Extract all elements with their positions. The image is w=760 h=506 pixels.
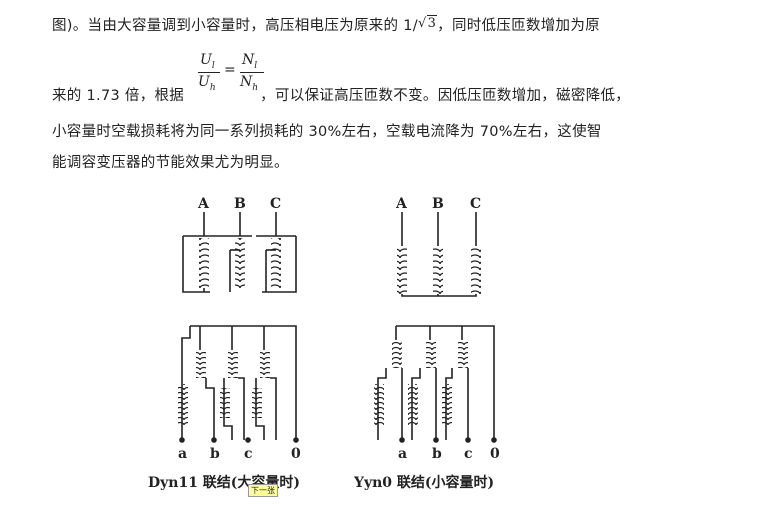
formula-num-right: Nl: [242, 52, 258, 71]
formula-num-left: Ul: [200, 52, 215, 71]
formula-den-right: Nh: [240, 74, 259, 93]
formula-equals: =: [224, 62, 236, 78]
text-line-3: 小容量时空载损耗将为同一系列损耗的 30%左右，空载电流降为 70%左右，这使智: [52, 124, 602, 140]
line2-suffix: ，可以保证高压匝数不变。因低压匝数增加，磁密降低，: [260, 88, 631, 104]
terminal-left-A: A: [198, 196, 209, 212]
next-image-tooltip[interactable]: 下一张: [248, 484, 278, 497]
terminal-right-C: C: [470, 196, 482, 212]
text-line-1: 图)。当由大容量调到小容量时，高压相电压为原来的 1/√3，同时低压匝数增加为原: [52, 14, 600, 35]
terminal-left-b: b: [210, 446, 220, 462]
voltage-turns-formula: Ul Uh = Nl Nh: [196, 52, 266, 98]
terminal-left-C: C: [270, 196, 282, 212]
text-line-4: 能调容变压器的节能效果尤为明显。: [52, 155, 289, 171]
line1-prefix: 图)。当由大容量调到小容量时，高压相电压为原来的 1/: [52, 18, 418, 34]
terminal-left-0: 0: [291, 446, 301, 462]
terminal-right-c: c: [464, 446, 473, 462]
formula-den-left: Uh: [198, 74, 216, 93]
terminal-left-a: a: [178, 446, 188, 462]
line2-prefix: 来的 1.73 倍，根据: [52, 88, 185, 104]
text-line-2: 来的 1.73 倍，根据 ，可以保证高压匝数不变。因低压匝数增加，磁密降低，: [52, 84, 630, 105]
sqrt-3: √3: [417, 15, 438, 31]
terminal-left-c: c: [244, 446, 253, 462]
diagram-right: [374, 212, 497, 443]
fraction-bar-left: [198, 72, 220, 73]
line1-suffix: ，同时低压匝数增加为原: [437, 18, 600, 34]
terminal-right-0: 0: [490, 446, 500, 462]
radicand: 3: [426, 15, 438, 31]
terminal-right-a: a: [398, 446, 408, 462]
terminal-left-B: B: [234, 196, 246, 212]
terminal-right-b: b: [432, 446, 442, 462]
terminal-right-B: B: [432, 196, 444, 212]
caption-right: Yyn0 联结(小容量时): [354, 475, 495, 491]
terminal-right-A: A: [396, 196, 407, 212]
diagram-left: [178, 212, 299, 443]
radical-sign: √: [417, 16, 427, 31]
fraction-bar-right: [240, 72, 264, 73]
